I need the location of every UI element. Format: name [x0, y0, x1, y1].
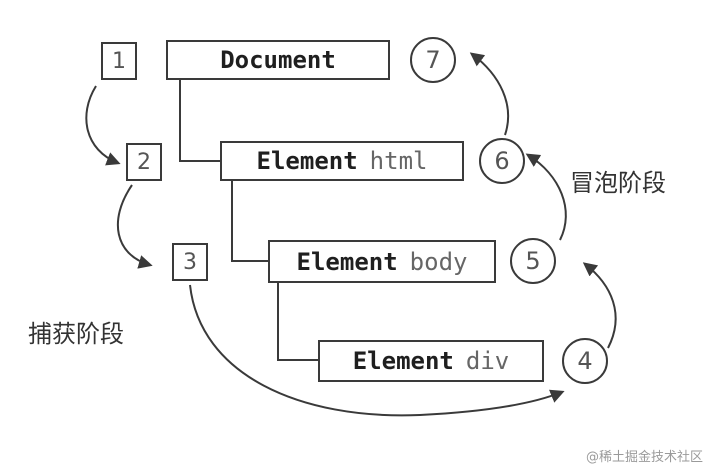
- bubble-step-4: 4: [562, 338, 608, 384]
- capture-phase-label: 捕获阶段: [28, 320, 124, 348]
- node-html: Element html: [220, 141, 464, 181]
- node-body-name: body: [409, 247, 468, 276]
- bubble-arrow-5-6: [525, 153, 567, 241]
- bubble-step-7: 7: [410, 37, 456, 83]
- node-body-keyword: Element: [296, 247, 398, 276]
- node-document-keyword: Document: [220, 46, 336, 74]
- capture-arrow-2-3: [116, 184, 153, 269]
- bubble-phase-label: 冒泡阶段: [570, 169, 666, 197]
- capture-step-1: 1: [101, 42, 137, 80]
- bubble-arrow-4-5: [582, 262, 617, 349]
- capture-arrow-1-2: [85, 85, 121, 166]
- bubble-step-5: 5: [510, 238, 556, 284]
- node-div-keyword: Element: [352, 347, 454, 375]
- tree-link-html-body: [231, 181, 268, 262]
- node-html-keyword: Element: [256, 147, 358, 175]
- bubble-step-6: 6: [479, 138, 525, 184]
- watermark: @稀土掘金技术社区: [586, 450, 704, 465]
- node-html-name: html: [369, 147, 428, 175]
- node-div-name: div: [465, 347, 510, 375]
- capture-step-3: 3: [172, 243, 208, 281]
- tree-link-body-div: [277, 283, 318, 361]
- node-body: Element body: [268, 240, 496, 283]
- node-div: Element div: [318, 340, 544, 382]
- capture-step-2: 2: [126, 143, 162, 181]
- capture-arrow-3-4: [189, 284, 565, 417]
- tree-link-document-html: [179, 80, 220, 162]
- node-document: Document: [166, 40, 390, 80]
- bubble-arrow-6-7: [469, 52, 510, 136]
